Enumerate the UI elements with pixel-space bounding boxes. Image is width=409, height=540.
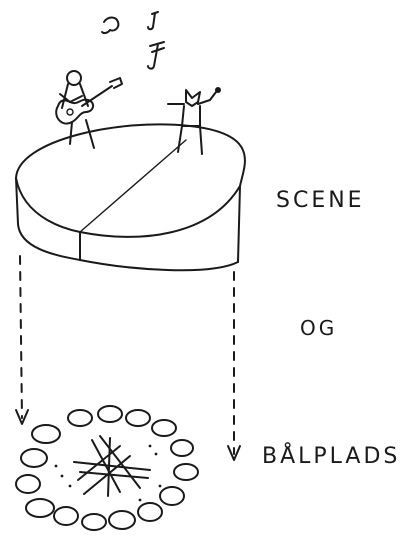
fire-pit-icon: [16, 406, 198, 530]
dashed-arrow-left: [16, 256, 28, 424]
balplads-label: BÅLPLADS: [262, 444, 400, 469]
dashed-arrow-right: [228, 272, 240, 460]
music-notes-icon: [102, 12, 164, 69]
scene-label: SCENE: [276, 188, 365, 213]
singer-icon: [168, 87, 221, 154]
guitarist-icon: [56, 71, 122, 148]
stage-platform: [16, 124, 245, 270]
og-label: OG: [300, 316, 337, 340]
